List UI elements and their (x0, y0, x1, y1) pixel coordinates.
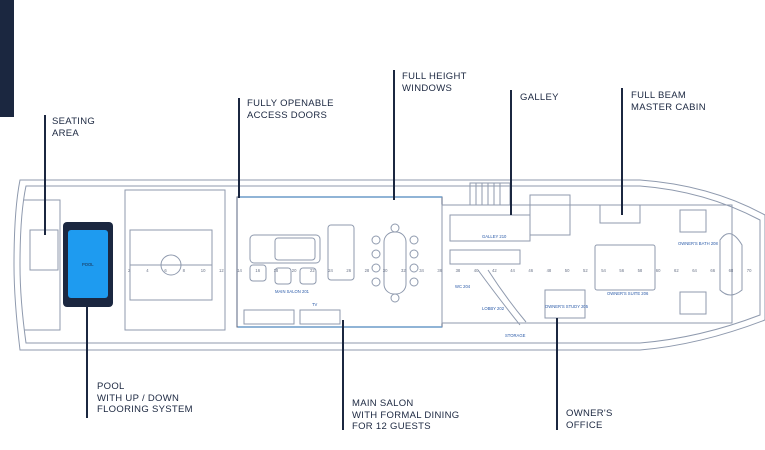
doors-leader (238, 98, 240, 198)
frame-number: 50 (565, 268, 570, 273)
frame-number: 54 (601, 268, 606, 273)
frame-number: 34 (419, 268, 424, 273)
frame-number: 42 (492, 268, 497, 273)
frame-number: 18 (274, 268, 279, 273)
pool-basin (68, 230, 108, 298)
galley-callout: GALLEY (520, 92, 559, 103)
frame-number: 32 (401, 268, 406, 273)
frame-number: 62 (674, 268, 679, 273)
plan-label-owners-bath: OWNER'S BATH 208 (678, 241, 718, 246)
plan-label-tv: TV (312, 302, 318, 307)
brand-accent-bar (0, 0, 14, 117)
frame-number: 24 (328, 268, 333, 273)
plan-label-lobby: LOBBY 202 (482, 306, 505, 311)
frame-number: 16 (255, 268, 260, 273)
office-leader (556, 318, 558, 430)
frame-number: 56 (619, 268, 624, 273)
frame-number: 2 (128, 268, 131, 273)
seating-leader (44, 115, 46, 235)
frame-number: 58 (638, 268, 643, 273)
frame-number: 68 (729, 268, 734, 273)
frame-number: 14 (237, 268, 242, 273)
master-leader (621, 88, 623, 215)
salon-leader (342, 320, 344, 430)
frame-number: 26 (346, 268, 351, 273)
plan-label-storage: STORAGE (505, 333, 526, 338)
plan-label-wc: WC 204 (455, 284, 471, 289)
plan-label-study: OWNER'S STUDY 205 (545, 304, 589, 309)
frame-number: 52 (583, 268, 588, 273)
frame-number: 10 (201, 268, 206, 273)
frame-number: 60 (656, 268, 661, 273)
galley-leader (510, 90, 512, 215)
windows-leader (393, 70, 395, 200)
frame-number: 44 (510, 268, 515, 273)
frame-number: 6 (164, 268, 167, 273)
frame-number: 40 (474, 268, 479, 273)
frame-number: 30 (383, 268, 388, 273)
frame-number: 48 (547, 268, 552, 273)
frame-number: 22 (310, 268, 315, 273)
frame-number: 64 (692, 268, 697, 273)
plan-label-owners-suite: OWNER'S SUITE 206 (607, 291, 649, 296)
frame-number: 36 (437, 268, 442, 273)
frame-number: 8 (183, 268, 186, 273)
frame-number: 20 (292, 268, 297, 273)
frame-number: 28 (365, 268, 370, 273)
frame-number: 38 (456, 268, 461, 273)
pool-leader (86, 298, 88, 418)
hull-outline (13, 179, 765, 351)
plan-label-galley: GALLEY 210 (482, 234, 507, 239)
frame-number: 46 (528, 268, 533, 273)
frame-number: 70 (747, 268, 752, 273)
frame-number: 66 (710, 268, 715, 273)
frame-number: 4 (146, 268, 149, 273)
plan-label-pool: POOL (82, 262, 94, 267)
plan-label-main-salon: MAIN SALON 201 (275, 289, 310, 294)
frame-number: 12 (219, 268, 224, 273)
